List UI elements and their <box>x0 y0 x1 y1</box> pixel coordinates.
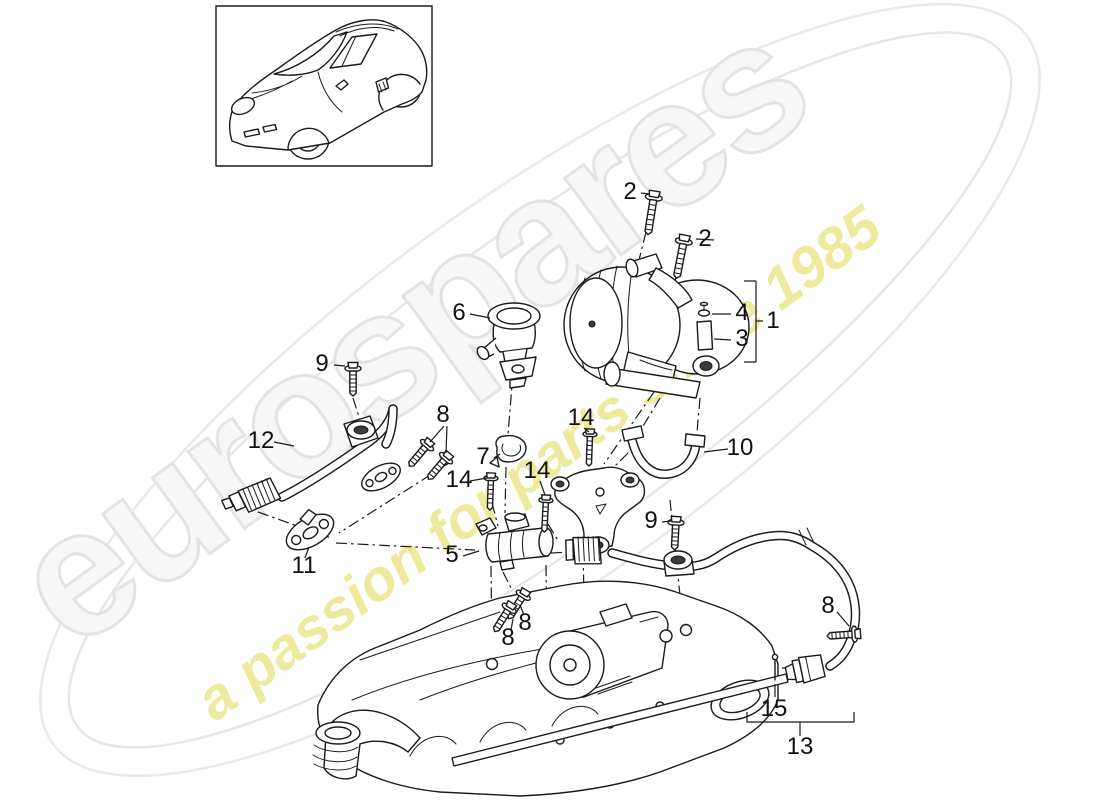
part-callout-8: 8 <box>436 401 450 428</box>
screw-4 <box>697 301 711 317</box>
part-callout-4: 4 <box>735 299 749 326</box>
part-callout-6: 6 <box>452 299 466 326</box>
part-callout-14: 14 <box>567 404 595 431</box>
part-callout-14: 14 <box>523 457 551 484</box>
part-callout-5: 5 <box>445 541 459 568</box>
part-callout-8: 8 <box>518 609 532 636</box>
part-callout-15: 15 <box>760 695 788 722</box>
part-callout-8: 8 <box>501 624 515 651</box>
sleeve-3 <box>696 320 714 351</box>
part-callout-1: 1 <box>766 307 780 334</box>
part-callout-9: 9 <box>644 507 658 534</box>
part-callout-2: 2 <box>698 225 712 252</box>
leader-lines <box>273 192 855 736</box>
vehicle-thumbnail-icon <box>215 5 433 167</box>
air-pipe-12 <box>221 404 401 513</box>
part-callout-12: 12 <box>247 427 275 454</box>
bolts <box>344 189 862 645</box>
part-callout-14: 14 <box>445 466 473 493</box>
part-callout-11: 11 <box>291 552 317 579</box>
clamp-7 <box>489 434 527 468</box>
air-injection-valve-6 <box>476 302 541 389</box>
part-callout-13: 13 <box>786 733 814 760</box>
part-callout-7: 7 <box>476 443 490 470</box>
part-callout-3: 3 <box>735 325 749 352</box>
part-callout-2: 2 <box>623 178 637 205</box>
part-callout-8: 8 <box>821 592 835 619</box>
part-callout-10: 10 <box>726 434 754 461</box>
pin-15 <box>771 653 779 681</box>
gasket-flange-11 <box>285 508 335 551</box>
air-pump-1 <box>563 253 750 399</box>
engine-block-drawing <box>312 580 789 797</box>
hose-10 <box>621 425 706 479</box>
part-callout-9: 9 <box>315 350 329 377</box>
